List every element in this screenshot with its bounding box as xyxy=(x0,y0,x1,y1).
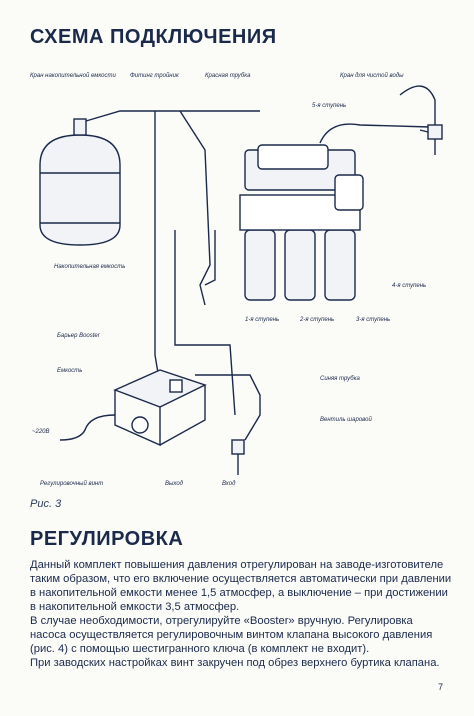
storage-tank xyxy=(39,118,121,246)
label-fitting-tee: Фитинг тройник xyxy=(130,72,180,79)
label-stage5: 5-я ступень xyxy=(312,103,346,109)
tank-tube xyxy=(154,111,161,386)
page-number: 7 xyxy=(438,682,444,692)
label-blue-tube: Синяя трубка xyxy=(320,376,360,382)
clean-water-faucet xyxy=(399,85,443,155)
label-stage4: 4-я ступень xyxy=(392,283,426,289)
label-ball-valve: Вентиль шаровой xyxy=(320,416,373,423)
label-voltage: ~220В xyxy=(32,429,50,435)
label-outlet: Выход xyxy=(165,481,184,487)
figure-caption: Рис. 3 xyxy=(30,498,62,510)
label-booster-barrier: Барьер Booster xyxy=(57,333,101,339)
label-stage1: 1-я ступень xyxy=(245,317,279,323)
connection-diagram: Кран накопительной емкости Фитинг тройни… xyxy=(30,72,443,487)
section-title: РЕГУЛИРОВКА xyxy=(30,528,184,550)
booster-pump xyxy=(113,369,207,447)
label-capacity: Емкость xyxy=(57,368,82,374)
label-red-tube: Красная трубка xyxy=(205,73,251,79)
paragraph-1: Данный комплект повышения давления отрег… xyxy=(30,559,452,613)
label-clean-water-tap: Кран для чистой воды xyxy=(340,72,404,79)
label-stage3: 3-я ступень xyxy=(356,317,390,323)
label-storage-tank: Накопительная емкость xyxy=(54,264,125,270)
filter-unit xyxy=(239,144,364,301)
label-adjust-screw: Регулировочный винт xyxy=(40,480,103,487)
paragraph-3: При заводских настройках винт закручен п… xyxy=(30,657,440,669)
paragraph-2: В случае необходимости, отрегулируйте «B… xyxy=(30,615,433,655)
label-stage2: 2-я ступень xyxy=(299,317,334,323)
label-tank-valve: Кран накопительной емкости xyxy=(30,72,116,79)
body-text: Данный комплект повышения давления отрег… xyxy=(30,558,452,670)
label-inlet: Вход xyxy=(222,481,236,487)
page-title: СХЕМА ПОДКЛЮЧЕНИЯ xyxy=(30,26,277,48)
